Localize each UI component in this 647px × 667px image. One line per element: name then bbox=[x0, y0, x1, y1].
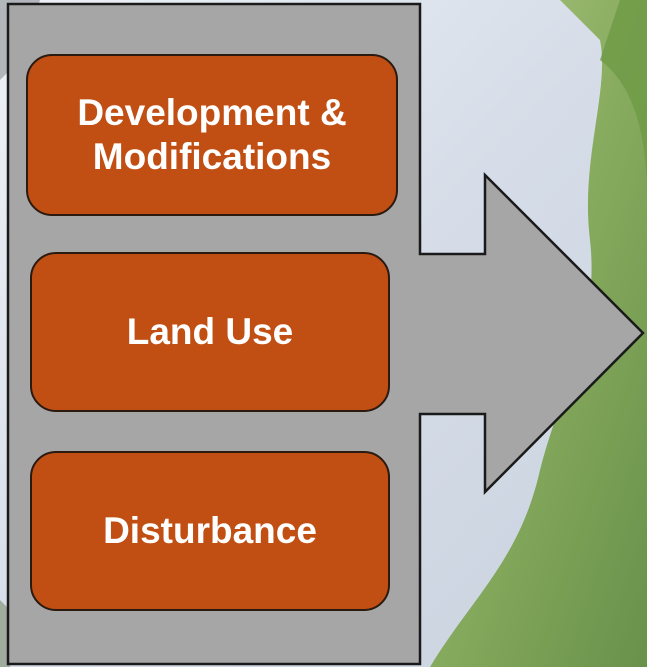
box-label: Land Use bbox=[126, 310, 294, 352]
development-modifications-box: Development & Modifications bbox=[26, 54, 398, 216]
disturbance-box: Disturbance bbox=[30, 451, 390, 611]
box-label: Disturbance bbox=[103, 509, 317, 551]
box-label: Development & Modifications bbox=[77, 91, 347, 177]
land-use-box: Land Use bbox=[30, 252, 390, 412]
